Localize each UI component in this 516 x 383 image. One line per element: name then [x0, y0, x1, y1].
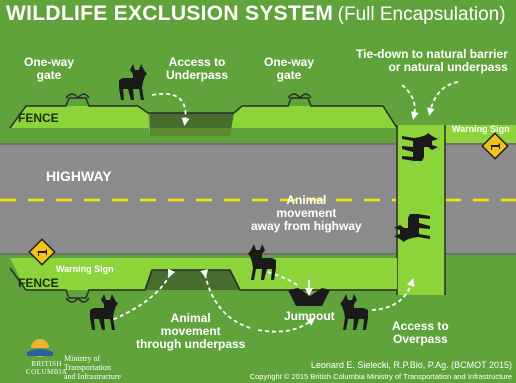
bottom-gate-shape [65, 297, 90, 303]
one-way-gate-right-label: One-way gate [264, 55, 315, 82]
access-overpass-label: Access to Overpass [392, 319, 449, 346]
underpass-entrance-bottom [145, 270, 240, 290]
ministry-name: Ministry of Transportation and Infrastru… [64, 354, 122, 381]
warning-sign-bottom-label: Warning Sign [56, 264, 114, 274]
author-credit: Leonard E. Sielecki, R.P.Bio, P.Ag. (BCM… [310, 360, 512, 370]
dashed-arrow-icon-jumpout-exit [257, 317, 316, 333]
bottom-verge [10, 258, 397, 290]
copyright-notice: Copyright © 2015 British Columbia Minist… [249, 372, 512, 381]
title-sub: (Full Encapsulation) [337, 4, 506, 25]
fence-bottom-label: FENCE [18, 276, 59, 290]
animal-through-label: Animal movement through underpass [136, 311, 246, 351]
one-way-gate-right-shape [287, 93, 312, 99]
jumpout-label: Jumpout [284, 309, 335, 323]
dashed-arrow-icon-tiedown-right [427, 81, 459, 116]
tie-down-label: Tie-down to natural barrier or natural u… [356, 47, 508, 74]
top-verge [10, 106, 397, 136]
title-main: WILDLIFE EXCLUSION SYSTEM [6, 2, 334, 25]
dashed-arrow-icon-through-right [200, 269, 251, 329]
bc-wordmark: BRITISH COLUMBIA [26, 360, 68, 376]
dashed-arrow-icon-tiedown-left [401, 84, 419, 120]
bottom-fence-line [9, 267, 397, 299]
animal-away-label: Animal movement away from highway [251, 193, 362, 233]
access-underpass-label: Access to Underpass [166, 55, 229, 82]
fence-top-label: FENCE [18, 111, 59, 125]
highway-label: HIGHWAY [46, 168, 112, 184]
top-fence-line [9, 97, 398, 129]
highway-edge-top [0, 143, 516, 145]
dashed-arrow-icon-through [111, 268, 176, 321]
one-way-gate-left-shape [65, 93, 90, 99]
underpass-entrance-top [150, 113, 234, 136]
one-way-gate-left-label: One-way gate [24, 55, 75, 82]
dashed-arrow-icon-underpass [151, 92, 190, 126]
warning-sign-top-label: Warning Sign [452, 124, 510, 134]
jumpout-icon [288, 288, 330, 306]
page-title: WILDLIFE EXCLUSION SYSTEM (Full Encapsul… [6, 2, 506, 26]
bc-sun-logo-icon [27, 339, 53, 357]
